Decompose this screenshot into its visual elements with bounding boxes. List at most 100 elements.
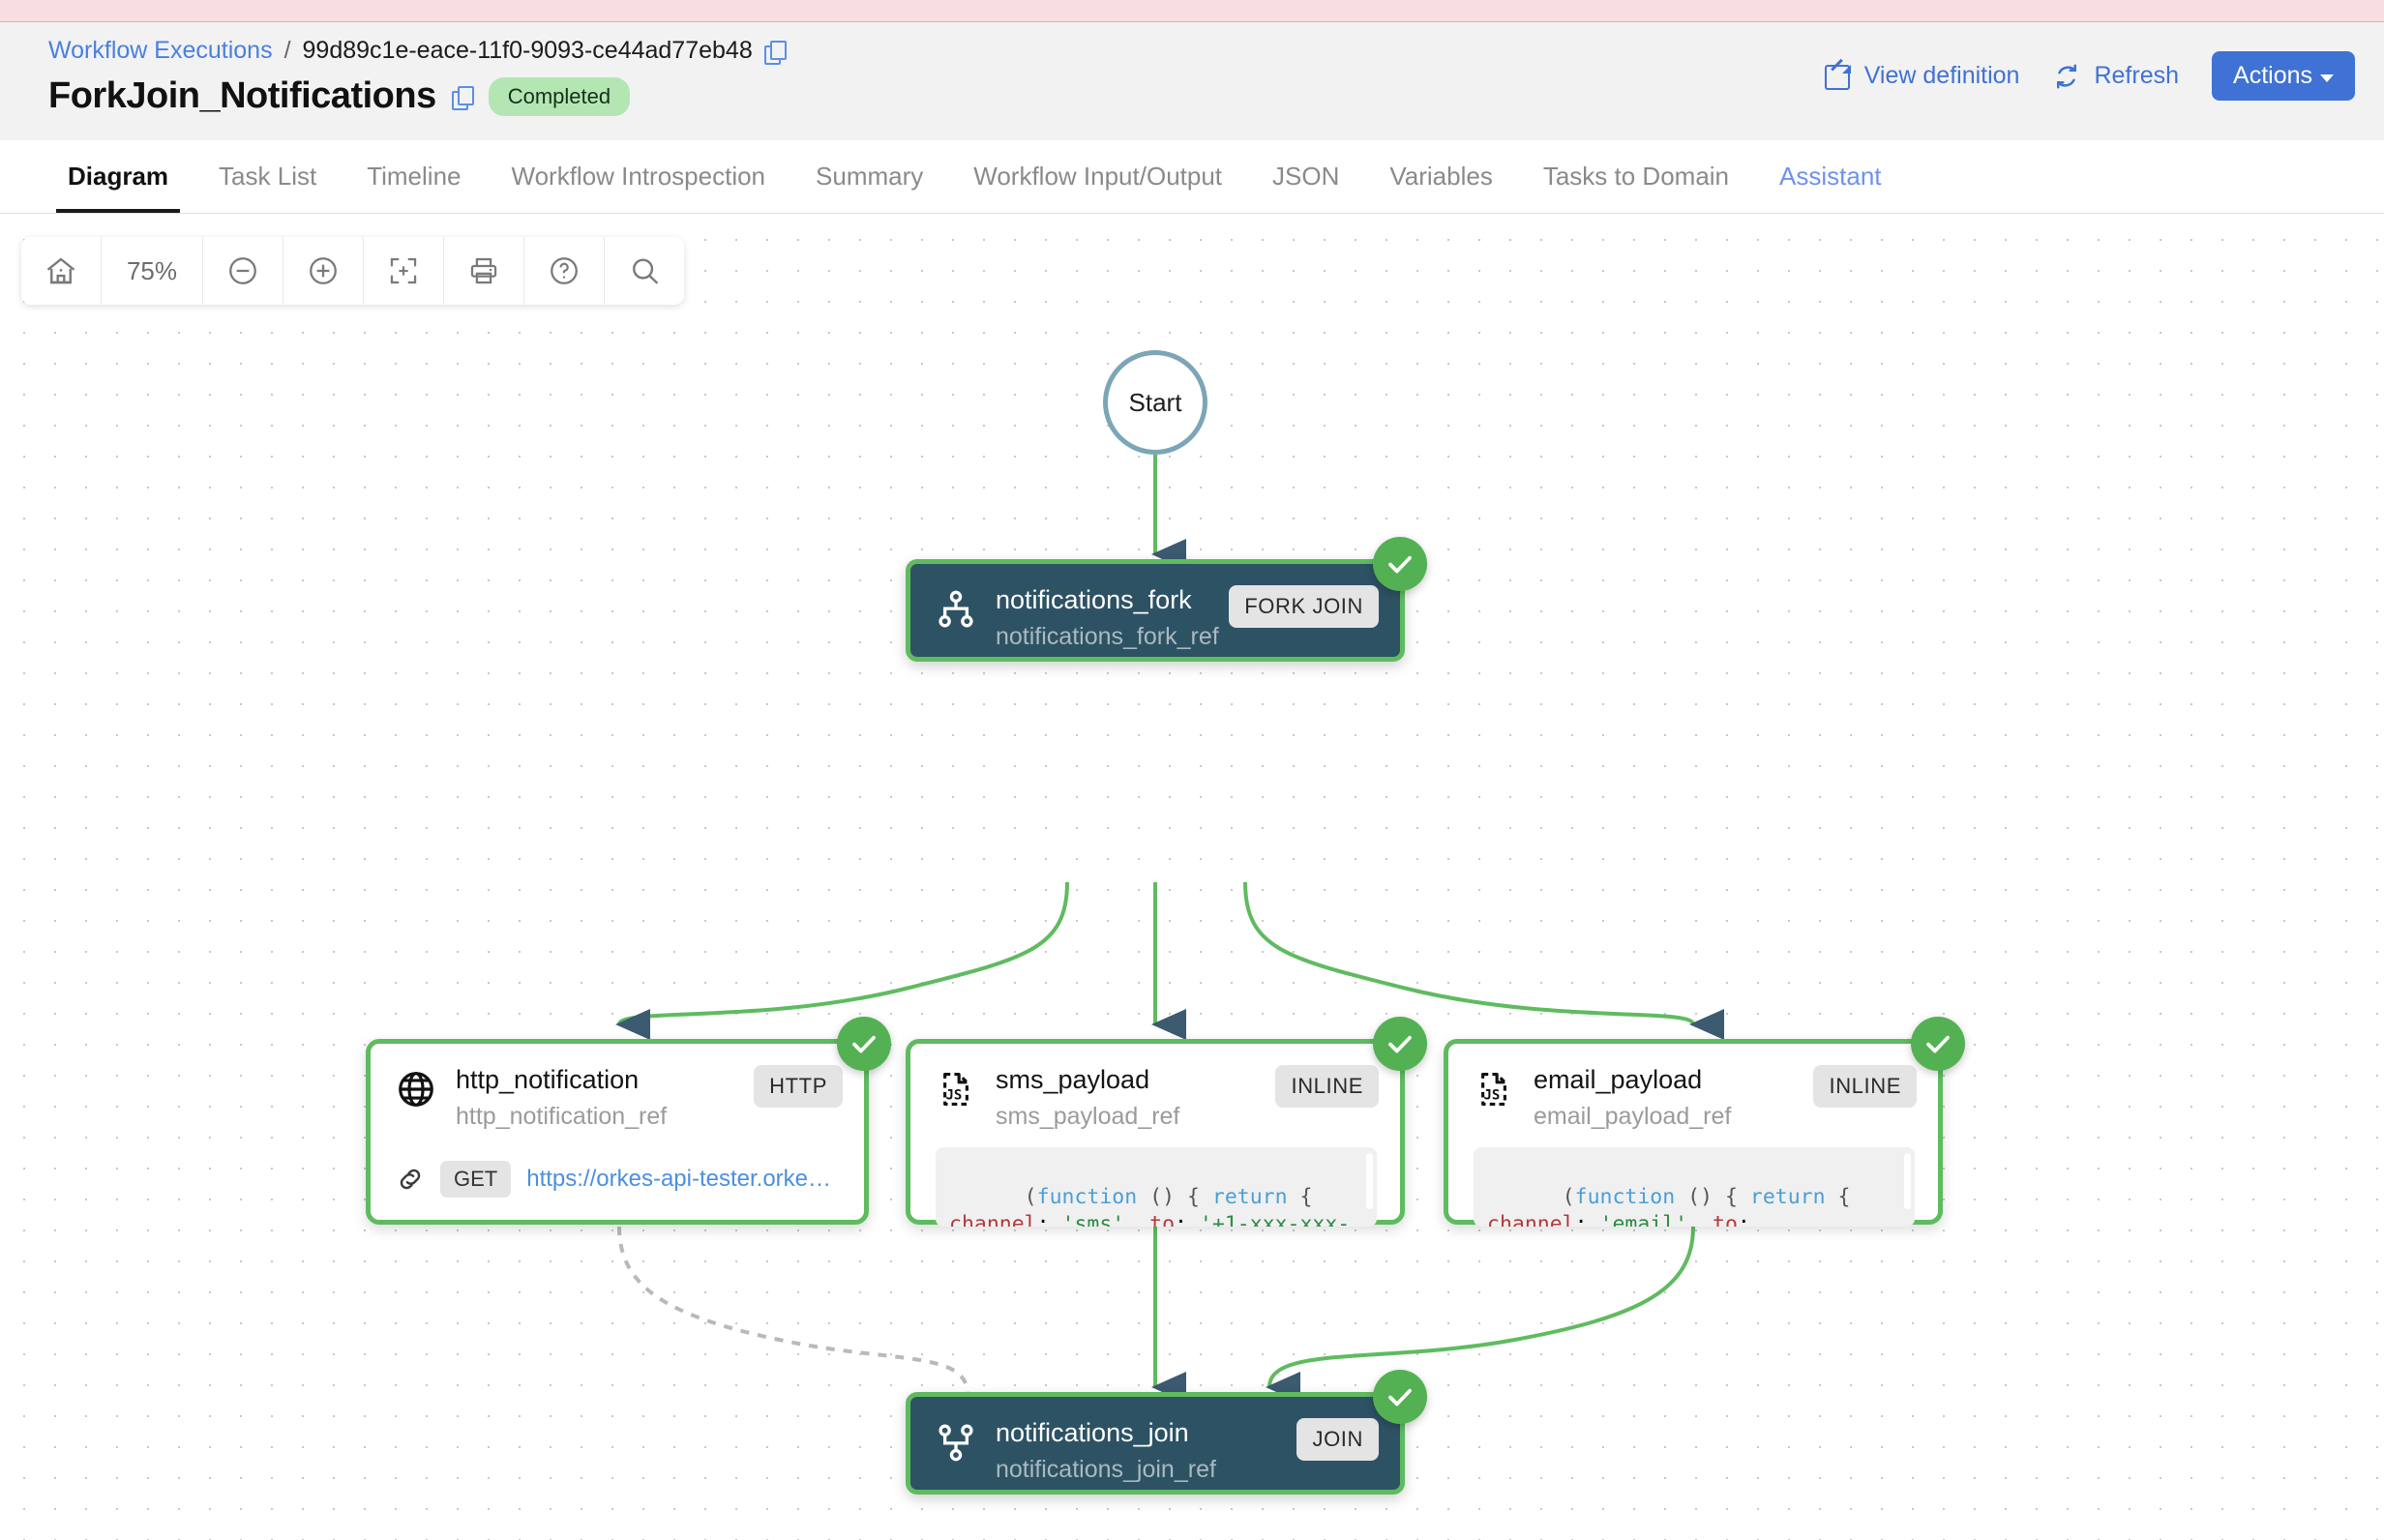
email-code-scrollbar[interactable] bbox=[1904, 1153, 1911, 1210]
fork-node-status-icon bbox=[1373, 537, 1427, 591]
fork-node-ref: notifications_fork_ref bbox=[996, 622, 1219, 650]
actions-label: Actions bbox=[2233, 62, 2312, 89]
join-node-status-icon bbox=[1373, 1370, 1427, 1424]
email-node-type-pill: INLINE bbox=[1813, 1065, 1917, 1108]
node-http-notification[interactable]: http_notification http_notification_ref … bbox=[366, 1017, 891, 1225]
tab-assistant[interactable]: Assistant bbox=[1779, 162, 1882, 191]
join-node-ref: notifications_join_ref bbox=[996, 1455, 1216, 1483]
status-badge: Completed bbox=[488, 76, 631, 116]
title-row: ForkJoin_Notifications Completed bbox=[48, 75, 631, 117]
zoom-in-button[interactable] bbox=[283, 237, 364, 305]
home-button[interactable] bbox=[21, 237, 102, 305]
http-node-type-pill: HTTP bbox=[754, 1065, 843, 1108]
diagram-edges bbox=[615, 455, 1725, 1404]
chevron-down-icon bbox=[2320, 74, 2334, 82]
sms-node-title: sms_payload bbox=[996, 1065, 1150, 1094]
start-node[interactable]: Start bbox=[1103, 350, 1207, 455]
http-url-link[interactable]: https://orkes-api-tester.orkescondu… bbox=[526, 1166, 839, 1193]
tab-json[interactable]: JSON bbox=[1272, 162, 1340, 191]
sms-node-texts: sms_payload sms_payload_ref bbox=[996, 1065, 1262, 1132]
http-node-title: http_notification bbox=[456, 1065, 640, 1094]
page-header: Workflow Executions / 99d89c1e-eace-11f0… bbox=[0, 22, 2384, 140]
search-button[interactable] bbox=[605, 237, 684, 305]
join-node-type-pill: JOIN bbox=[1296, 1418, 1379, 1461]
link-icon bbox=[396, 1165, 425, 1194]
view-definition-label: View definition bbox=[1863, 62, 2020, 89]
home-icon bbox=[46, 257, 75, 284]
tab-diagram[interactable]: Diagram bbox=[43, 140, 194, 213]
http-node-status-icon bbox=[837, 1017, 891, 1071]
join-icon bbox=[936, 1422, 976, 1463]
print-button[interactable] bbox=[444, 237, 524, 305]
fork-node-title: notifications_fork bbox=[996, 585, 1192, 614]
help-icon bbox=[551, 257, 578, 284]
js-file-icon: JS bbox=[1474, 1069, 1514, 1110]
js-file-icon: JS bbox=[936, 1069, 976, 1110]
header-actions: View definition Refresh Actions bbox=[1824, 51, 2355, 101]
tab-summary[interactable]: Summary bbox=[816, 162, 924, 191]
diagram-toolbar: 75% bbox=[21, 237, 684, 305]
http-method-pill: GET bbox=[440, 1161, 512, 1199]
fit-to-screen-button[interactable] bbox=[364, 237, 444, 305]
refresh-icon bbox=[2052, 62, 2081, 91]
node-sms-payload[interactable]: JS sms_payload sms_payload_ref INLINE (f… bbox=[906, 1017, 1427, 1228]
globe-icon bbox=[396, 1069, 436, 1110]
page-title: ForkJoin_Notifications bbox=[48, 75, 436, 116]
fork-node-texts: notifications_fork notifications_fork_re… bbox=[996, 585, 1219, 652]
email-node-ref: email_payload_ref bbox=[1534, 1102, 1732, 1130]
tab-workflow-input-output[interactable]: Workflow Input/Output bbox=[973, 162, 1223, 191]
svg-text:JS: JS bbox=[946, 1088, 963, 1104]
copy-workflow-name-icon[interactable] bbox=[451, 85, 474, 110]
node-email-payload[interactable]: JS email_payload email_payload_ref INLIN… bbox=[1444, 1017, 1965, 1228]
email-code-preview[interactable]: (function () { return { channel: 'email'… bbox=[1474, 1147, 1915, 1228]
refresh-label: Refresh bbox=[2094, 62, 2180, 89]
fit-to-screen-icon bbox=[390, 257, 417, 284]
tab-timeline[interactable]: Timeline bbox=[367, 162, 462, 191]
copy-execution-id-icon[interactable] bbox=[763, 40, 787, 65]
breadcrumb-link-workflow-executions[interactable]: Workflow Executions bbox=[48, 37, 273, 64]
zoom-out-icon bbox=[229, 257, 256, 284]
fork-icon bbox=[936, 589, 976, 630]
tab-task-list[interactable]: Task List bbox=[219, 162, 317, 191]
breadcrumb: Workflow Executions / 99d89c1e-eace-11f0… bbox=[48, 37, 787, 65]
breadcrumb-separator: / bbox=[283, 37, 291, 64]
node-notifications-fork[interactable]: notifications_fork notifications_fork_re… bbox=[906, 537, 1427, 662]
tab-variables[interactable]: Variables bbox=[1389, 162, 1493, 191]
join-node-title: notifications_join bbox=[996, 1418, 1189, 1447]
refresh-button[interactable]: Refresh bbox=[2052, 62, 2179, 91]
email-node-texts: email_payload email_payload_ref bbox=[1534, 1065, 1800, 1132]
execution-id: 99d89c1e-eace-11f0-9093-ce44ad77eb48 bbox=[302, 37, 753, 64]
tab-bar: Diagram Task List Timeline Workflow Intr… bbox=[0, 140, 2384, 214]
http-request-row: GET https://orkes-api-tester.orkescondu… bbox=[396, 1161, 839, 1199]
diagram-canvas[interactable]: Start notifications_fork notifications_f… bbox=[0, 214, 2384, 1540]
tab-tasks-to-domain[interactable]: Tasks to Domain bbox=[1542, 162, 1730, 191]
sms-node-status-icon bbox=[1373, 1017, 1427, 1071]
email-node-title: email_payload bbox=[1534, 1065, 1703, 1094]
zoom-out-button[interactable] bbox=[203, 237, 283, 305]
email-node-status-icon bbox=[1911, 1017, 1965, 1071]
sms-code-scrollbar[interactable] bbox=[1366, 1153, 1373, 1210]
node-notifications-join[interactable]: notifications_join notifications_join_re… bbox=[906, 1370, 1427, 1495]
http-node-header: http_notification http_notification_ref … bbox=[371, 1044, 864, 1132]
join-node-texts: notifications_join notifications_join_re… bbox=[996, 1418, 1283, 1485]
start-node-label: Start bbox=[1128, 387, 1182, 417]
sms-node-header: JS sms_payload sms_payload_ref INLINE bbox=[910, 1044, 1400, 1132]
view-definition-button[interactable]: View definition bbox=[1824, 62, 2020, 90]
http-node-texts: http_notification http_notification_ref bbox=[456, 1065, 740, 1132]
actions-button[interactable]: Actions bbox=[2212, 51, 2355, 101]
zoom-level-display[interactable]: 75% bbox=[102, 237, 203, 305]
join-node-header: notifications_join notifications_join_re… bbox=[910, 1397, 1400, 1485]
sms-node-type-pill: INLINE bbox=[1275, 1065, 1379, 1108]
sms-node-ref: sms_payload_ref bbox=[996, 1102, 1180, 1130]
external-link-icon bbox=[1824, 63, 1852, 90]
fork-node-header: notifications_fork notifications_fork_re… bbox=[910, 564, 1400, 652]
help-button[interactable] bbox=[524, 237, 605, 305]
search-icon bbox=[633, 258, 658, 284]
email-node-header: JS email_payload email_payload_ref INLIN… bbox=[1448, 1044, 1938, 1132]
edge-http-to-join bbox=[617, 1226, 969, 1395]
top-accent-strip bbox=[0, 0, 2384, 22]
tab-workflow-introspection[interactable]: Workflow Introspection bbox=[511, 162, 766, 191]
fork-node-type-pill: FORK JOIN bbox=[1229, 585, 1379, 628]
http-node-ref: http_notification_ref bbox=[456, 1102, 668, 1130]
sms-code-preview[interactable]: (function () { return { channel: 'sms', … bbox=[936, 1147, 1377, 1228]
